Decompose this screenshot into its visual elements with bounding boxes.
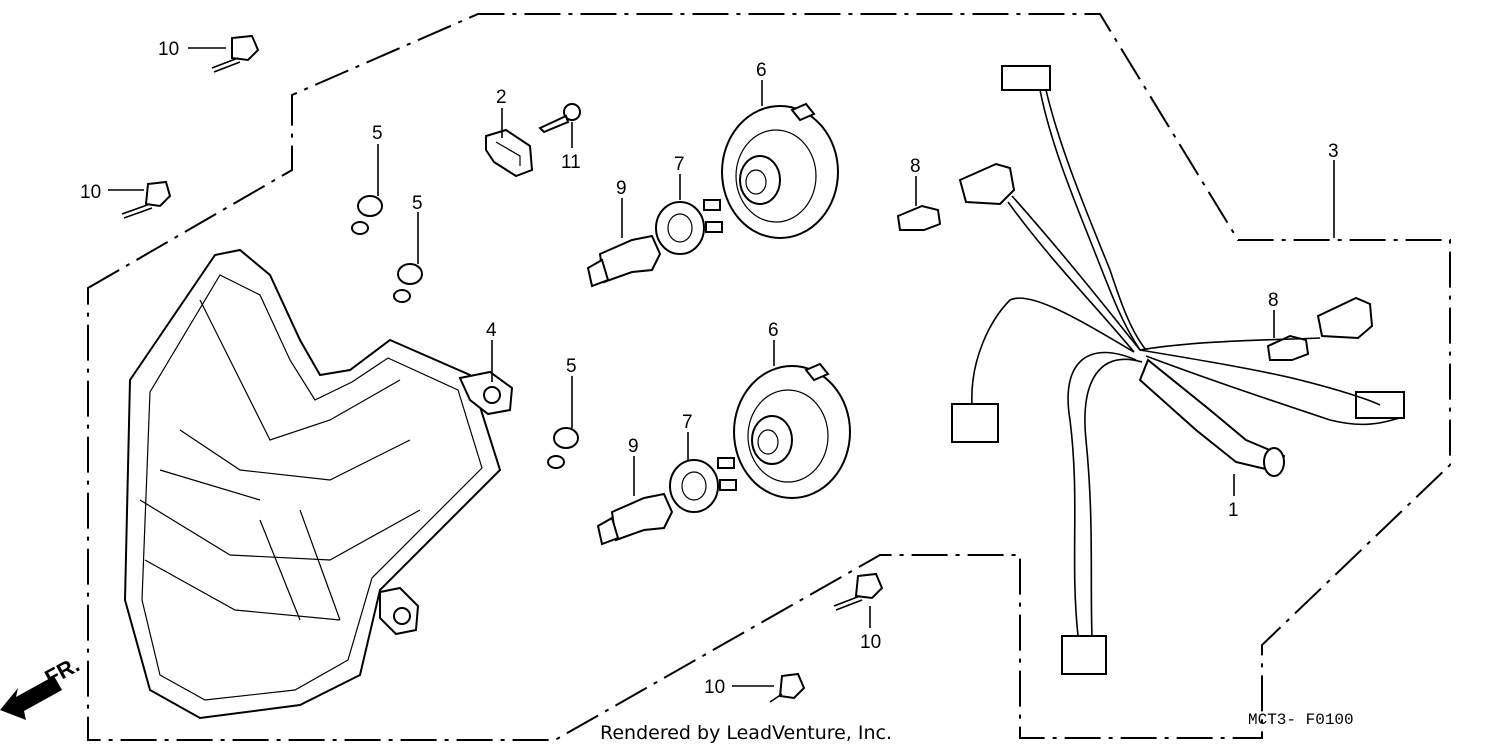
callout-number: 10 (860, 632, 881, 653)
callout-number: 10 (80, 182, 101, 203)
bulb-lower[interactable] (596, 492, 674, 546)
grommet-lower[interactable] (547, 427, 579, 469)
callout-number: 5 (412, 193, 423, 214)
callout-number: 1 (1228, 500, 1239, 521)
bulb-upper[interactable] (586, 234, 662, 288)
bolt-bottom[interactable] (769, 672, 806, 703)
callout-number: 2 (496, 87, 507, 108)
diagram-code: MCT3- F0100 (1248, 711, 1354, 729)
callout-number: 9 (616, 178, 627, 199)
front-arrow-icon (0, 676, 62, 720)
dust-cover-lower[interactable] (733, 362, 851, 499)
callout-number: 6 (768, 320, 779, 341)
socket-upper[interactable] (655, 199, 723, 255)
bolt-mid-left[interactable] (121, 180, 172, 219)
grommet-upper[interactable] (351, 195, 383, 235)
callout-number: 11 (561, 152, 581, 173)
headlight-lens[interactable] (123, 248, 514, 720)
small-bulb-upper[interactable] (896, 204, 942, 231)
callout-number: 8 (910, 156, 921, 177)
credit-text: Rendered by LeadVenture, Inc. (600, 722, 892, 744)
socket-lower[interactable] (669, 457, 737, 513)
bolt-top-left[interactable] (211, 34, 260, 73)
screw-part[interactable] (538, 103, 581, 134)
callout-number: 10 (158, 39, 179, 60)
assembly-boundary (87, 13, 1451, 741)
front-direction-indicator: FR. (0, 652, 84, 720)
callout-number: 3 (1328, 141, 1339, 162)
callout-number: 5 (372, 123, 383, 144)
clamp-part[interactable] (485, 128, 534, 178)
callout-number: 7 (682, 412, 693, 433)
callout-number: 10 (704, 677, 725, 698)
leader-lines (108, 47, 1335, 687)
dust-cover-upper[interactable] (721, 102, 839, 239)
callout-number: 8 (1268, 290, 1279, 311)
grommet-middle[interactable] (393, 263, 423, 303)
callout-number: 5 (566, 356, 577, 377)
callout-number: 4 (486, 320, 497, 341)
callout-number: 6 (756, 60, 767, 81)
bolt-bottom-center[interactable] (833, 572, 884, 611)
wire-harness[interactable] (951, 65, 1405, 675)
callout-number: 9 (628, 436, 639, 457)
callout-number: 7 (674, 154, 685, 175)
small-bulb-lower[interactable] (1266, 334, 1310, 361)
